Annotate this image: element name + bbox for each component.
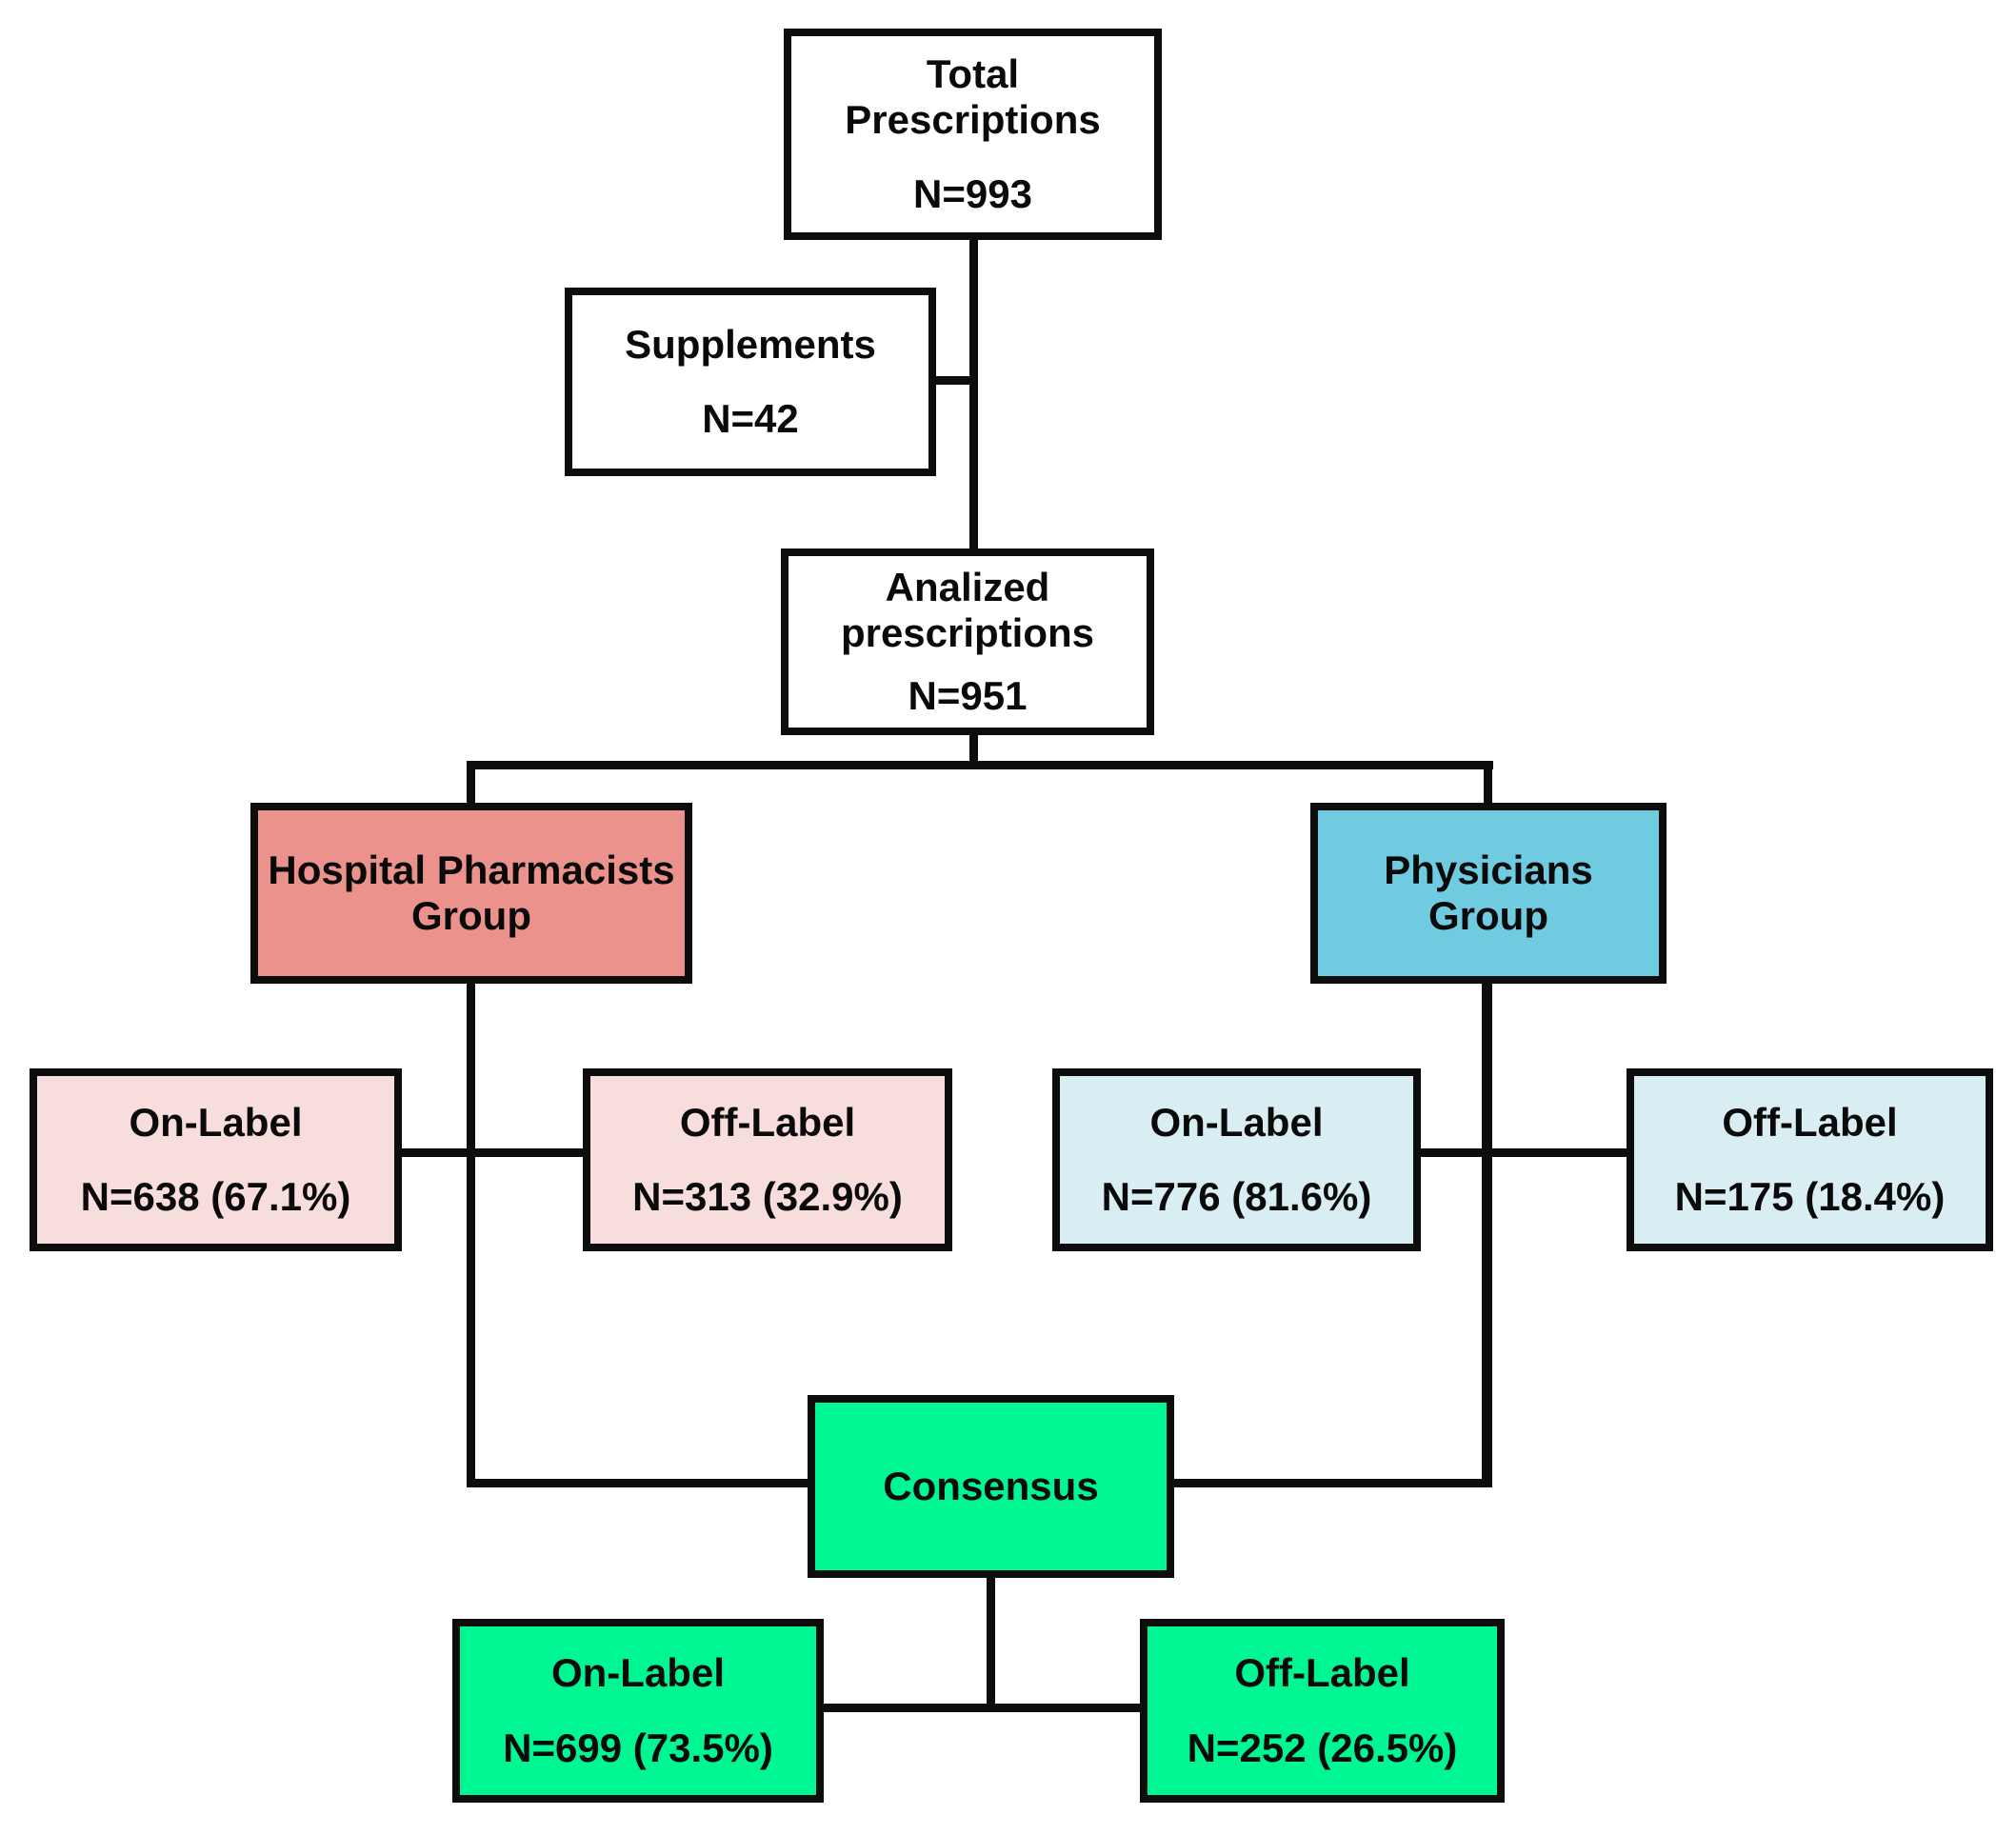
connector-consensus-right — [1170, 1479, 1490, 1487]
connector-supplements-branch — [928, 376, 973, 385]
node-pharmacists-off-label: Off-Label N=313 (32.9%) — [583, 1068, 952, 1251]
node-label: Physicians Group — [1384, 847, 1593, 938]
connector-consensus-left — [467, 1479, 811, 1487]
node-value: N=993 — [913, 171, 1032, 217]
connector-analyzed-to-branch — [969, 731, 978, 769]
node-consensus-on-label: On-Label N=699 (73.5%) — [452, 1619, 824, 1803]
connector-consensus-down — [987, 1574, 995, 1707]
node-value: N=638 (67.1%) — [80, 1174, 351, 1219]
node-physicians-on-label: On-Label N=776 (81.6%) — [1052, 1068, 1421, 1251]
node-label: Off-Label — [679, 1099, 856, 1145]
node-label: Total Prescriptions — [845, 50, 1101, 142]
node-label: On-Label — [129, 1099, 303, 1145]
node-physicians-off-label: Off-Label N=175 (18.4%) — [1627, 1068, 1993, 1251]
node-label: Hospital Pharmacists Group — [268, 847, 675, 938]
node-value: N=175 (18.4%) — [1674, 1174, 1946, 1219]
connector-physicians-to-consensus — [1482, 981, 1492, 1487]
connector-pharmacists-labels — [400, 1148, 586, 1157]
connector-physicians-labels — [1419, 1148, 1628, 1157]
node-analyzed-prescriptions: Analized prescriptions N=951 — [781, 549, 1154, 735]
node-value: N=699 (73.5%) — [503, 1725, 773, 1770]
connector-branch-to-pharmacists — [467, 761, 475, 808]
node-value: N=313 (32.9%) — [632, 1174, 903, 1219]
connector-consensus-labels — [822, 1704, 1142, 1712]
node-total-prescriptions: Total Prescriptions N=993 — [784, 29, 1162, 240]
node-label: Off-Label — [1722, 1099, 1898, 1145]
node-label: Off-Label — [1234, 1650, 1410, 1696]
connector-total-to-analyzed — [969, 236, 978, 552]
connector-pharmacists-to-consensus — [467, 981, 475, 1487]
node-supplements: Supplements N=42 — [565, 288, 936, 476]
node-value: N=776 (81.6%) — [1101, 1174, 1372, 1219]
node-value: N=951 — [908, 673, 1028, 719]
node-label: Supplements — [625, 321, 876, 367]
node-pharmacists-on-label: On-Label N=638 (67.1%) — [30, 1068, 402, 1251]
node-hospital-pharmacists-group: Hospital Pharmacists Group — [250, 803, 692, 984]
node-consensus-off-label: Off-Label N=252 (26.5%) — [1140, 1619, 1505, 1803]
node-physicians-group: Physicians Group — [1310, 803, 1667, 984]
node-label: Consensus — [883, 1463, 1099, 1508]
connector-branch-horizontal — [467, 761, 1493, 769]
node-label: On-Label — [1149, 1099, 1324, 1145]
node-value: N=42 — [702, 396, 799, 441]
node-value: N=252 (26.5%) — [1187, 1725, 1458, 1770]
node-label: Analized prescriptions — [840, 564, 1095, 655]
node-consensus: Consensus — [808, 1395, 1174, 1578]
node-label: On-Label — [550, 1650, 725, 1696]
connector-branch-to-physicians — [1484, 761, 1492, 808]
